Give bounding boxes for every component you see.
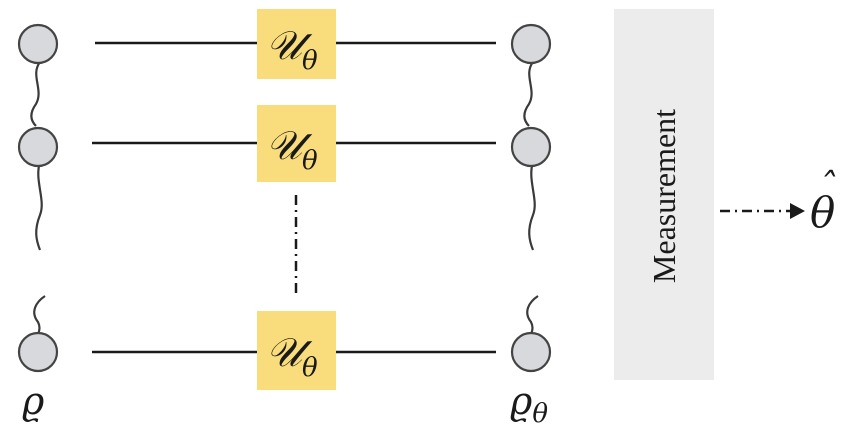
measurement-block: Measurement <box>614 9 714 380</box>
entanglement-squiggle-left-upper <box>30 61 41 127</box>
gate-1: 𝒰θ <box>257 9 336 79</box>
gate-1-box <box>257 9 336 79</box>
output-qubit-1 <box>510 23 552 65</box>
entanglement-squiggle-right-lower <box>528 161 536 251</box>
estimate-arrow-head <box>790 203 805 219</box>
input-state-label: ϱ <box>22 379 45 423</box>
input-qubit-n <box>17 331 59 373</box>
gate-2-box <box>257 105 336 182</box>
estimate-symbol: θ <box>810 188 835 237</box>
measurement-box <box>614 9 714 380</box>
gate-n-box <box>257 311 336 390</box>
measurement-label: Measurement <box>646 109 682 283</box>
gate-n-subscript: θ <box>302 353 318 383</box>
entanglement-squiggle-left-bottom <box>33 295 46 335</box>
input-qubit-2 <box>17 126 59 168</box>
entanglement-squiggle-right-upper <box>523 61 534 127</box>
gate-2: 𝒰θ <box>257 105 336 182</box>
output-state-label: ϱθ <box>510 379 548 429</box>
entanglement-squiggle-left-lower <box>35 161 43 251</box>
gate-n: 𝒰θ <box>257 311 336 390</box>
output-state-symbol: ϱ <box>510 379 533 423</box>
gate-1-subscript: θ <box>302 46 318 76</box>
output-qubit-n <box>510 331 552 373</box>
output-state-subscript: θ <box>532 399 548 429</box>
estimate-theta-hat: θ ˆ <box>810 167 836 237</box>
estimate-hat: ˆ <box>818 167 836 208</box>
output-qubit-2 <box>510 126 552 168</box>
gate-2-subscript: θ <box>302 146 318 176</box>
input-qubit-1 <box>17 23 59 65</box>
entanglement-squiggle-right-bottom <box>526 295 539 335</box>
